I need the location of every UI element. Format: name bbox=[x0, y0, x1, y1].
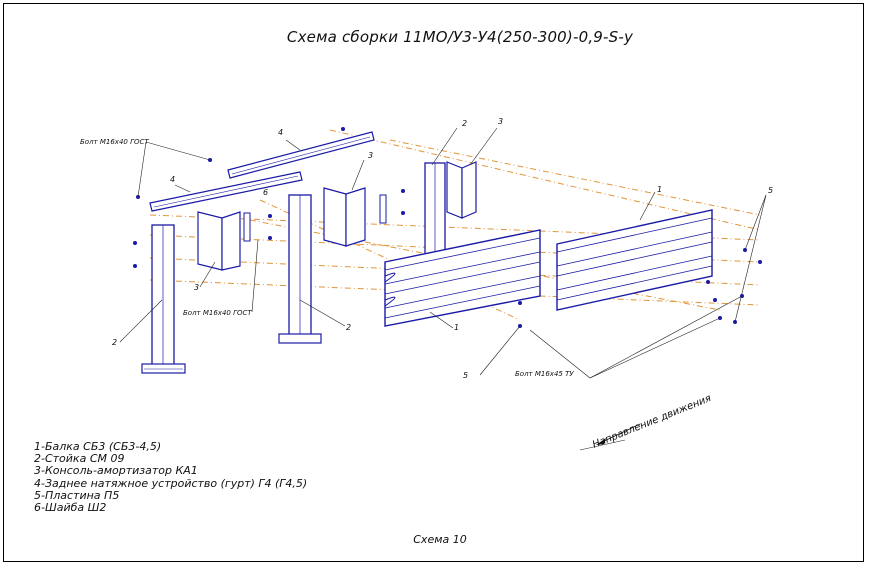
callout-6: 6 bbox=[263, 188, 268, 197]
bolt-label-right: Болт М16х45 ТУ bbox=[515, 370, 574, 378]
direction-of-travel: Направление движения bbox=[591, 393, 713, 451]
spacer-console-right bbox=[446, 161, 477, 219]
callout-2-right: 2 bbox=[462, 119, 467, 128]
post-middle bbox=[278, 194, 322, 344]
callout-5-bottom: 5 bbox=[463, 371, 468, 380]
bolt-label-top-left: Болт М16х40 ГОСТ bbox=[80, 138, 149, 146]
guardrail-beam-near bbox=[384, 229, 541, 327]
legend-item: 2-Стойка СМ 09 bbox=[34, 452, 125, 466]
post-right bbox=[424, 162, 446, 256]
back-tension-device-lower bbox=[149, 171, 303, 212]
spacer-console-left bbox=[197, 211, 241, 271]
callout-3-right: 3 bbox=[498, 117, 503, 126]
guardrail-beam-far bbox=[556, 209, 713, 311]
back-tension-device-upper bbox=[227, 131, 375, 179]
bolts-and-plates bbox=[133, 127, 762, 328]
callout-4-upper: 4 bbox=[278, 128, 283, 137]
arrow-head-icon bbox=[596, 438, 606, 445]
callout-3-middle: 3 bbox=[368, 151, 373, 160]
legend-item: 5-Пластина П5 bbox=[34, 488, 120, 502]
drawing-title: Схема сборки 11МО/У3-У4(250-300)-0,9-S-у bbox=[286, 28, 634, 46]
legend-item: 4-Заднее натяжное устройство (гурт) Г4 (… bbox=[34, 476, 308, 490]
callout-1-far: 1 bbox=[657, 185, 662, 194]
callout-2-left: 2 bbox=[112, 338, 117, 347]
leader-lines bbox=[119, 127, 767, 451]
direction-label: Направление движения bbox=[591, 393, 713, 451]
washer-left bbox=[243, 212, 251, 242]
spacer-console-middle bbox=[323, 187, 366, 247]
washer-right bbox=[379, 194, 387, 224]
parts-legend: 1-Балка СБ3 (СБ3-4,5) 2-Стойка СМ 09 3-К… bbox=[34, 440, 308, 515]
callout-1-near: 1 bbox=[454, 323, 459, 332]
callout-5-right: 5 bbox=[768, 186, 773, 195]
scheme-caption: Схема 10 bbox=[413, 533, 467, 546]
bolt-label-middle: Болт М16х40 ГОСТ bbox=[183, 309, 252, 317]
legend-item: 6-Шайба Ш2 bbox=[34, 501, 107, 515]
post-left bbox=[141, 224, 186, 374]
part-callouts: 4 4 2 2 2 3 3 3 6 1 1 5 5 bbox=[112, 117, 773, 380]
callout-2-middle: 2 bbox=[346, 323, 351, 332]
drawing-frame bbox=[3, 3, 864, 562]
callout-4-lower: 4 bbox=[170, 175, 175, 184]
legend-item: 3-Консоль-амортизатор КА1 bbox=[34, 464, 198, 478]
legend-item: 1-Балка СБ3 (СБ3-4,5) bbox=[34, 440, 162, 453]
callout-3-left: 3 bbox=[194, 283, 199, 292]
